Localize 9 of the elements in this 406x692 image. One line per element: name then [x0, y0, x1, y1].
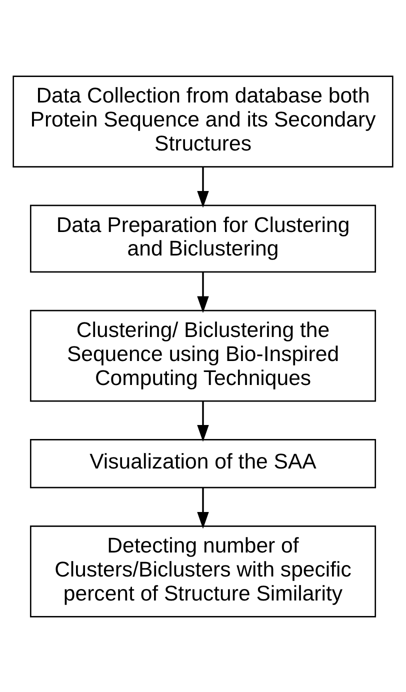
node-box: Data Collection from database both Protein Sequence and its Secondary Structures	[12, 75, 394, 167]
node-box: Data Preparation for Clustering and Biclustering	[30, 204, 376, 272]
arrow	[197, 400, 209, 442]
node-box: Visualization of the SAA	[30, 438, 376, 488]
node-box: Clustering/ Biclustering the Sequence using Bio-Inspired Computing Techniques	[30, 309, 376, 402]
arrow	[197, 272, 209, 312]
node-box: Detecting number of Clusters/Biclusters with specific percent of Structure Similarity	[30, 525, 376, 617]
arrow	[197, 166, 209, 208]
arrow	[197, 487, 209, 528]
